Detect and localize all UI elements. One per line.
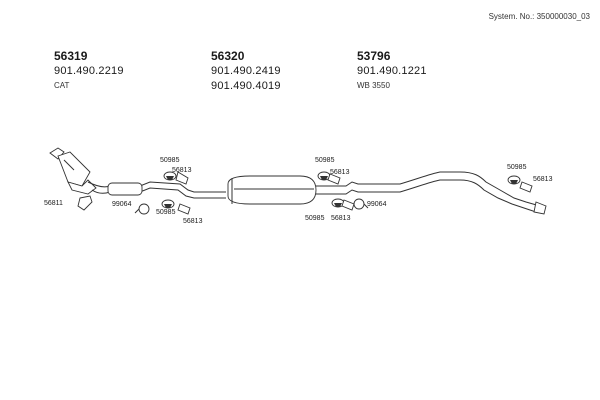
part-number: 56320 <box>211 49 245 63</box>
hanger-icon <box>331 198 345 208</box>
bracket-icon <box>327 173 341 185</box>
callout-hanger-a-top: 50985 <box>160 157 180 164</box>
callout-hanger-a-bottom: 50985 <box>156 209 176 216</box>
system-number: System. No.: 350000030_03 <box>488 12 590 21</box>
part-number: 56319 <box>54 49 88 63</box>
clamp-icon <box>134 203 150 215</box>
callout-bracket-b-bottom: 56813 <box>331 215 351 222</box>
bracket-icon <box>77 195 93 211</box>
mid-pipe-lower <box>316 179 537 213</box>
bracket-icon <box>519 181 533 193</box>
flex-joint <box>107 182 143 196</box>
part-block-rear: 53796 901.490.1221 WB 3550 <box>357 48 427 93</box>
hanger-icon <box>507 175 521 185</box>
hanger-icon <box>317 171 331 181</box>
reference-number: 901.490.1221 <box>357 65 427 77</box>
middle-silencer <box>227 175 317 205</box>
part-number: 53796 <box>357 49 391 63</box>
bracket-icon <box>177 203 191 215</box>
catalytic-converter <box>49 147 97 195</box>
callout-bracket-a-top: 56813 <box>172 167 192 174</box>
callout-bracket-a-bottom: 56813 <box>183 218 203 225</box>
reference-number: 901.490.4019 <box>211 80 281 92</box>
callout-hanger-b-bottom: 50985 <box>305 215 325 222</box>
callout-clamp-right: 99064 <box>367 201 387 208</box>
reference-number: 901.490.2219 <box>54 65 124 77</box>
part-block-cat: 56319 901.490.2219 CAT <box>54 48 124 93</box>
part-note: WB 3550 <box>357 81 390 90</box>
callout-hanger-b-top: 50985 <box>315 157 335 164</box>
bracket-icon <box>175 171 189 185</box>
clamp-icon <box>353 198 369 210</box>
tailpipe-end <box>533 201 547 215</box>
part-note: CAT <box>54 81 70 90</box>
hanger-icon <box>161 199 175 209</box>
hanger-icon <box>163 171 177 181</box>
mid-pipe <box>316 171 541 207</box>
callout-hanger-c: 50985 <box>507 164 527 171</box>
callout-bracket-c: 56813 <box>533 176 553 183</box>
callout-bracket-left: 56811 <box>44 200 63 207</box>
front-pipe-lower <box>91 187 226 199</box>
bracket-icon <box>341 199 355 211</box>
callout-bracket-b-top: 56813 <box>330 169 350 176</box>
callout-clamp-left: 99064 <box>112 201 132 208</box>
part-block-middle: 56320 901.490.2419 901.490.4019 <box>211 48 281 94</box>
reference-number: 901.490.2419 <box>211 65 281 77</box>
